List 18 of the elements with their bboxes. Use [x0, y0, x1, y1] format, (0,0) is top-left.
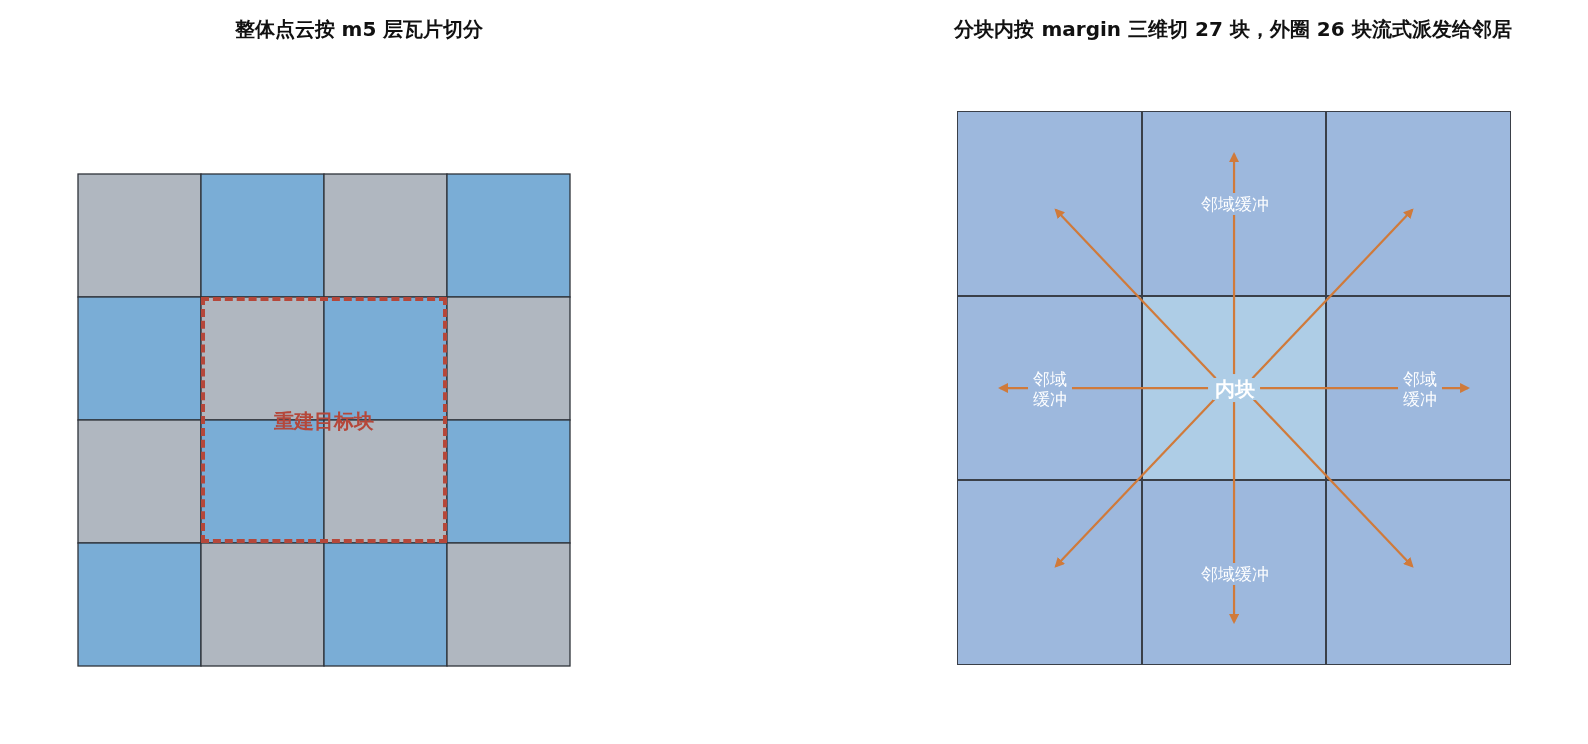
inner-block-label: 内块	[1213, 378, 1258, 401]
buffer-cell	[957, 295, 1142, 481]
arrow	[1054, 397, 1217, 568]
buffer-cell	[957, 111, 1142, 296]
buffer-cell	[1141, 111, 1327, 296]
arrow	[1251, 208, 1414, 379]
buffer-cell	[1141, 480, 1327, 666]
arrow	[1054, 208, 1217, 379]
panel-title: 整体点云按 m5 层瓦片切分	[234, 16, 484, 43]
panel-title: 分块内按 margin 三维切 27 块，外圈 26 块流式派发给邻居	[954, 16, 1512, 43]
inner-block-cell	[1141, 295, 1327, 481]
arrow	[1229, 402, 1240, 625]
target-block-outline	[201, 297, 447, 543]
buffer-cell	[1326, 111, 1512, 296]
buffer-cell	[1326, 295, 1512, 481]
buffer-cell	[957, 480, 1142, 666]
buffer-cell	[1326, 480, 1512, 666]
arrow	[1229, 152, 1240, 375]
